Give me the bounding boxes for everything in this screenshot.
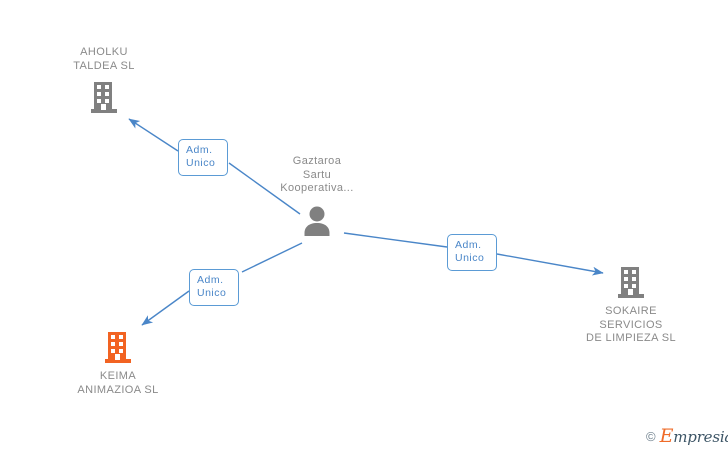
building-icon[interactable]: [24, 80, 184, 114]
copyright-icon: ©: [646, 429, 656, 444]
node-sokaire-servicios-de-limpieza-sl[interactable]: SOKAIRE SERVICIOS DE LIMPIEZA SL: [551, 265, 711, 346]
node-keima-animazioa-sl[interactable]: KEIMA ANIMAZIOA SL: [38, 330, 198, 397]
node-label-gaztaroa: Gaztaroa Sartu Kooperativa...: [280, 155, 354, 194]
edge-label-gaztaroa-keima[interactable]: Adm. Unico: [189, 269, 239, 306]
brand-initial: E: [659, 425, 674, 447]
node-label-aholku: AHOLKU TALDEA SL: [73, 46, 135, 72]
building-icon[interactable]: [551, 265, 711, 299]
brand-wordmark: Empresia: [660, 427, 728, 446]
person-icon[interactable]: [237, 204, 397, 236]
watermark: © Empresia: [646, 427, 728, 446]
edge-label-gaztaroa-sokaire[interactable]: Adm. Unico: [447, 234, 497, 271]
node-label-keima: KEIMA ANIMAZIOA SL: [77, 370, 159, 396]
building-icon[interactable]: [38, 330, 198, 364]
node-aholku-taldea-sl[interactable]: AHOLKU TALDEA SL: [24, 46, 184, 114]
edge-label-gaztaroa-aholku[interactable]: Adm. Unico: [178, 139, 228, 176]
node-gaztaroa-sartu-kooperativa[interactable]: Gaztaroa Sartu Kooperativa...: [237, 155, 397, 236]
node-label-sokaire: SOKAIRE SERVICIOS DE LIMPIEZA SL: [586, 305, 676, 344]
brand-rest: mpresia: [673, 428, 728, 446]
